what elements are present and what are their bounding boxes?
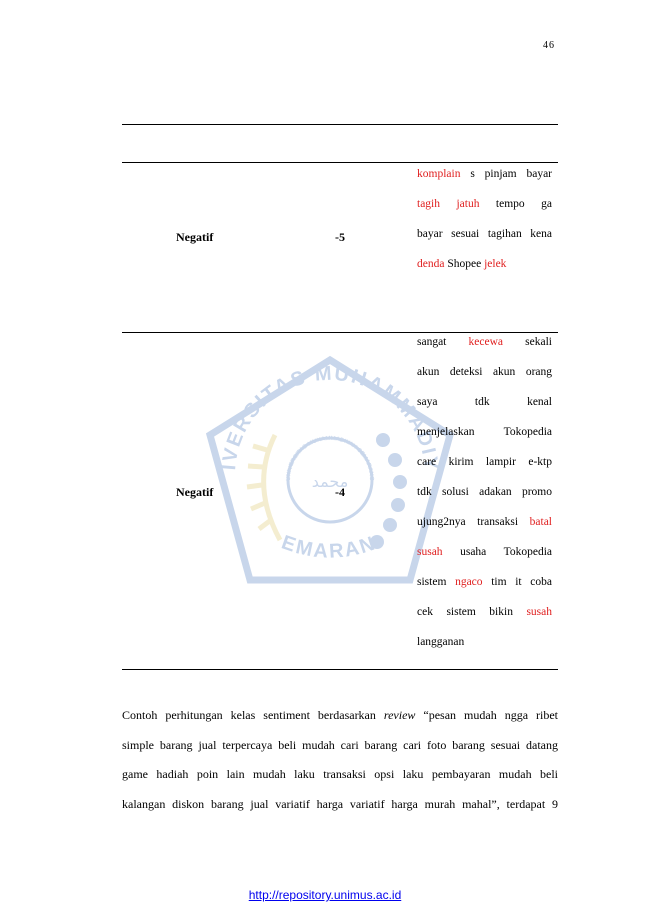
highlighted-sentiment-word: komplain <box>417 168 461 180</box>
text-segment: tdk solusi adakan promo <box>417 486 552 498</box>
review-line: cek sistem bikin susah <box>417 604 552 634</box>
logo-center-glyph: محمد <box>312 472 349 491</box>
text-segment: Shopee <box>444 258 485 270</box>
text-segment: Contoh perhitungan kelas sentiment berda… <box>122 708 384 722</box>
text-segment: sekali <box>503 336 552 348</box>
repository-link[interactable]: http://repository.unimus.ac.id <box>248 888 402 902</box>
text-segment: akun deteksi akun orang <box>417 366 552 378</box>
right-leaf-wreath <box>370 433 407 549</box>
highlighted-sentiment-word: ngaco <box>455 576 483 588</box>
review-line: ujung2nya transaksi batal <box>417 514 552 544</box>
text-segment: bayar sesuai tagihan kena <box>417 228 552 240</box>
sentiment-score: -4 <box>335 485 345 499</box>
text-segment: s pinjam bayar <box>460 168 552 180</box>
highlighted-sentiment-word: kecewa <box>468 336 504 348</box>
review-line: denda Shopee jelek <box>417 256 552 286</box>
paragraph-line: simple barang jual terpercaya beli mudah… <box>122 737 558 767</box>
review-line: menjelaskan Tokopedia <box>417 424 552 454</box>
left-leaf-wreath <box>246 433 283 542</box>
highlighted-sentiment-word: batal <box>529 516 552 528</box>
sentiment-label: Negatif <box>176 230 214 244</box>
text-segment: langganan <box>417 636 465 648</box>
highlighted-sentiment-word: susah <box>417 546 443 558</box>
italic-term: review <box>383 708 416 722</box>
text-segment: usaha Tokopedia <box>442 546 552 558</box>
text-segment: sistem <box>417 576 456 588</box>
table-rule-row-divider <box>122 332 558 333</box>
table-rule-header <box>122 162 558 163</box>
body-paragraph: Contoh perhitungan kelas sentiment berda… <box>122 707 558 825</box>
sentiment-score: -5 <box>335 230 345 244</box>
text-segment: care kirim lampir e-ktp <box>417 456 552 468</box>
review-line: tdk solusi adakan promo <box>417 484 552 514</box>
sentiment-label: Negatif <box>176 485 214 499</box>
university-logo-watermark: UNIVERSITAS MUHAMMADIYAH SEMARANG UNIVER… <box>205 355 455 584</box>
text-segment: kalangan diskon barang jual variatif har… <box>122 796 558 811</box>
review-line: bayar sesuai tagihan kena <box>417 226 552 256</box>
text-segment: tempo ga <box>479 198 552 210</box>
highlighted-sentiment-word: denda <box>417 258 445 270</box>
text-segment: tim it coba <box>482 576 553 588</box>
review-line: sistem ngaco tim it coba <box>417 574 552 604</box>
review-line: saya tdk kenal <box>417 394 552 424</box>
review-line: tagih jatuh tempo ga <box>417 196 552 226</box>
logo-pentagon <box>205 355 455 584</box>
text-segment: simple barang jual terpercaya beli mudah… <box>122 737 558 752</box>
paragraph-line: game hadiah poin lain mudah laku transak… <box>122 766 558 796</box>
highlighted-sentiment-word: jatuh <box>456 198 480 210</box>
text-segment: ujung2nya transaksi <box>417 516 530 528</box>
page-number: 46 <box>543 40 555 51</box>
review-line: akun deteksi akun orang <box>417 364 552 394</box>
text-segment: saya tdk kenal <box>417 396 552 408</box>
review-line: susah usaha Tokopedia <box>417 544 552 574</box>
text-segment <box>440 198 456 210</box>
text-segment: sangat <box>417 336 469 348</box>
highlighted-sentiment-word: susah <box>526 606 552 618</box>
logo-inner-circle <box>286 436 374 524</box>
logo-top-text: UNIVERSITAS MUHAMMADIYAH <box>205 355 442 472</box>
highlighted-sentiment-word: jelek <box>484 258 507 270</box>
review-line: komplain s pinjam bayar <box>417 166 552 196</box>
highlighted-sentiment-word: tagih <box>417 198 440 210</box>
review-line: sangat kecewa sekali <box>417 334 552 364</box>
table-rule-bottom <box>122 669 558 670</box>
text-segment: menjelaskan Tokopedia <box>417 426 552 438</box>
review-line: langganan <box>417 634 552 664</box>
review-line: care kirim lampir e-ktp <box>417 454 552 484</box>
paragraph-line: Contoh perhitungan kelas sentiment berda… <box>122 707 558 737</box>
paragraph-line: kalangan diskon barang jual variatif har… <box>122 796 558 826</box>
text-segment: game hadiah poin lain mudah laku transak… <box>122 767 558 781</box>
text-segment: cek sistem bikin <box>417 606 527 618</box>
text-segment: “pesan mudah ngga ribet <box>415 708 558 722</box>
review-text: sangat kecewa sekali akun deteksi akun or… <box>417 334 552 664</box>
table-rule-top <box>122 124 558 125</box>
